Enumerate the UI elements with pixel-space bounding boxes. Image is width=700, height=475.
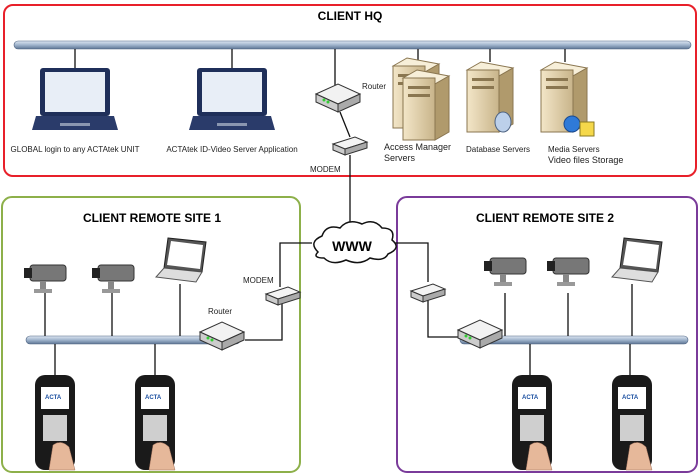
hq-modem-icon xyxy=(332,136,368,156)
access-manager-label-2: Servers xyxy=(384,153,416,163)
access-manager-server-icon-2 xyxy=(402,69,450,141)
hq-network-bus xyxy=(13,40,692,50)
site2-camera-icon-1 xyxy=(483,257,527,287)
site1-boundary xyxy=(1,196,301,473)
site2-boundary xyxy=(396,196,698,473)
hq-router-icon xyxy=(315,83,361,113)
site2-network-bus xyxy=(459,335,689,345)
site1-modem-icon xyxy=(265,286,301,306)
hq-laptop2-label: ACTAtek ID-Video Server Application xyxy=(166,145,297,154)
wan-connections xyxy=(245,242,458,341)
site1-connections xyxy=(44,284,181,375)
site1-actatek-reader-icon-1 xyxy=(34,374,76,471)
access-manager-label-1: Access Manager xyxy=(384,142,451,152)
site1-title: CLIENT REMOTE SITE 1 xyxy=(83,211,221,225)
site2-actatek-reader-icon-2 xyxy=(611,374,653,471)
media-files-icon xyxy=(579,121,595,137)
site1-camera-icon-2 xyxy=(91,264,135,294)
site2-laptop-icon xyxy=(611,237,663,283)
hq-modem-label: MODEM xyxy=(310,165,341,174)
hq-laptop-global-login-icon xyxy=(32,68,118,130)
hq-laptop-video-server-icon xyxy=(189,68,275,130)
site1-modem-label: MODEM xyxy=(243,276,274,285)
site1-actatek-reader-icon-2 xyxy=(134,374,176,471)
hq-laptop1-label: GLOBAL login to any ACTAtek UNIT xyxy=(11,145,140,154)
site2-connections xyxy=(504,284,633,375)
site2-title: CLIENT REMOTE SITE 2 xyxy=(476,211,614,225)
site1-laptop-icon xyxy=(155,237,207,283)
site2-modem-icon xyxy=(410,283,446,303)
globe-icon xyxy=(563,115,581,133)
internet-cloud-icon xyxy=(313,221,397,264)
media-label-2: Video files Storage xyxy=(548,155,623,165)
database-cylinder-icon xyxy=(494,111,512,133)
site1-camera-icon-1 xyxy=(23,264,67,294)
hq-router-label: Router xyxy=(362,82,386,91)
internet-label: WWW xyxy=(332,238,372,254)
media-label-1: Media Servers xyxy=(548,145,600,154)
database-label: Database Servers xyxy=(466,145,530,154)
site2-actatek-reader-icon-1 xyxy=(511,374,553,471)
site1-router-icon xyxy=(199,321,245,351)
site2-camera-icon-2 xyxy=(546,257,590,287)
site1-router-label: Router xyxy=(208,307,232,316)
hq-title: CLIENT HQ xyxy=(318,9,383,23)
